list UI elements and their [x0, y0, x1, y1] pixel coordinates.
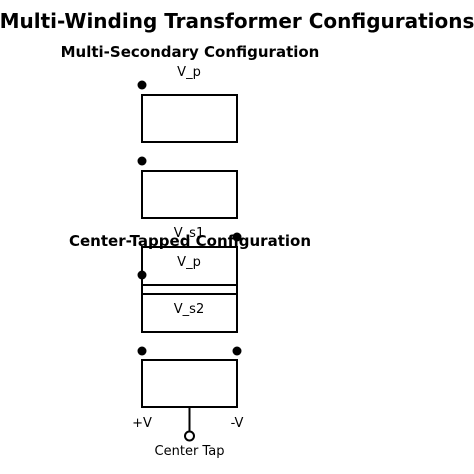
multi-secondary-section: Multi-Secondary Configuration V_p V_s1 V…	[61, 43, 320, 333]
primary-polarity-dot	[137, 80, 147, 90]
diagram-title: Multi-Winding Transformer Configurations	[0, 9, 474, 33]
ct-primary-polarity-dot	[232, 232, 242, 242]
secondary1-winding	[141, 170, 238, 219]
multi-secondary-heading: Multi-Secondary Configuration	[61, 43, 320, 61]
plus-voltage-label: +V	[132, 416, 152, 431]
center-tapped-heading: Center-Tapped Configuration	[69, 232, 311, 250]
center-tap-terminal	[184, 430, 195, 442]
primary-winding	[141, 94, 238, 143]
center-tapped-section: Center-Tapped Configuration V_p +V -V Ce…	[69, 232, 311, 459]
ct-primary-winding	[141, 246, 238, 295]
secondary2-voltage-label: V_s2	[174, 302, 204, 317]
ct-primary-voltage-label: V_p	[177, 255, 201, 270]
minus-voltage-label: -V	[231, 416, 244, 431]
primary-voltage-label: V_p	[177, 65, 201, 80]
ct-secondary-left-dot	[137, 346, 147, 356]
secondary1-polarity-dot	[137, 156, 147, 166]
secondary1-voltage-label: V_s1	[174, 226, 204, 241]
center-tap-label: Center Tap	[155, 444, 225, 459]
secondary2-winding	[141, 284, 238, 333]
ct-secondary-winding	[141, 359, 238, 408]
ct-secondary-right-dot	[232, 346, 242, 356]
